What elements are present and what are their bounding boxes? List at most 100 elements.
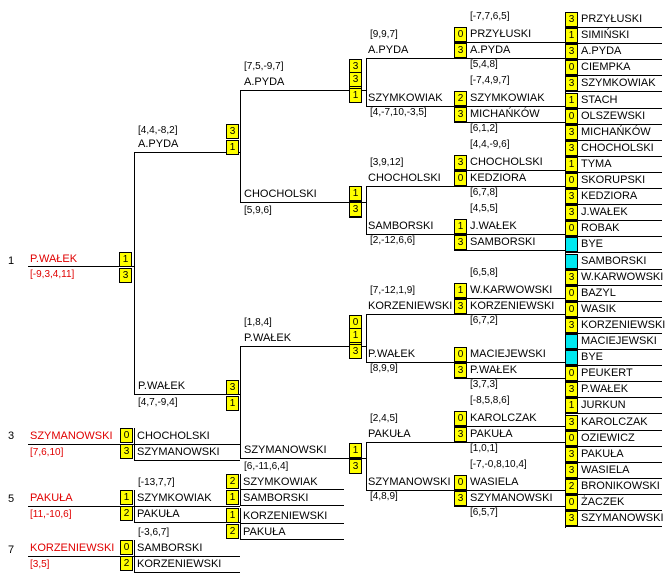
seventh-place-match-score: [-3,6,7] — [138, 527, 170, 538]
round2-score-box: 3 — [454, 491, 467, 506]
round2-player-name: KAROLCZAK — [470, 412, 537, 424]
round2-player-name: CHOCHOLSKI — [470, 156, 543, 168]
bracket-line — [565, 204, 662, 205]
round3-score-box: 1 — [349, 443, 362, 458]
bracket-line — [565, 75, 662, 76]
seventh-place-player: KORZENIEWSKI — [137, 558, 222, 570]
round2-player-name: PAKUŁA — [470, 428, 513, 440]
round1-score-box: 3 — [565, 415, 578, 430]
bracket-line — [366, 234, 454, 235]
round3-player-name: SAMBORSKI — [368, 220, 434, 232]
round4-score-box: 3 — [349, 202, 362, 217]
bracket-line — [240, 202, 366, 203]
round1-match-score: [5,4,8] — [470, 59, 498, 70]
bracket-line — [454, 411, 455, 442]
place-number: 7 — [8, 544, 15, 556]
final-score-box: 3 — [119, 268, 132, 283]
round1-match-score: [4,4,-9,6] — [470, 139, 510, 150]
bracket-line — [565, 12, 566, 528]
round3-match-score: [7,-12,1,9] — [370, 285, 416, 296]
bracket-line — [454, 155, 455, 186]
third-place-player: CHOCHOLSKI — [137, 430, 210, 442]
bracket-line — [565, 285, 662, 286]
semifinal-score-box: 3 — [226, 124, 239, 139]
round1-score-box: 3 — [565, 318, 578, 333]
round3-match-score: [4,-7,10,-3,5] — [370, 107, 427, 118]
bracket-line — [454, 186, 565, 187]
bracket-line — [565, 349, 662, 350]
round1-score-box: 0 — [565, 302, 578, 317]
bracket-line — [454, 442, 565, 443]
round1-player-name: STACH — [581, 94, 618, 106]
bracket-line — [454, 506, 565, 507]
bracket-line — [565, 526, 662, 527]
fifth-place-player: PAKUŁA — [137, 508, 180, 520]
round2-score-box: 0 — [454, 27, 467, 42]
semifinal-player-name: P.WAŁEK — [138, 380, 186, 392]
bracket-line — [565, 27, 662, 28]
round3-match-score: [2,4,5] — [370, 413, 398, 424]
round1-player-name: SIMIŃSKI — [581, 29, 630, 41]
bracket-line — [454, 106, 565, 107]
round1-player-name: BAZYL — [581, 287, 616, 299]
round1-player-name: MICHAŃKÓW — [581, 126, 651, 138]
round1-player-name: WASIELA — [581, 464, 630, 476]
round4-match-score: [6,-11,6,4] — [244, 461, 289, 472]
round2-score-box: 1 — [454, 219, 467, 234]
round1-match-score: [-7,7,6,5] — [470, 11, 510, 22]
round1-score-box: 3 — [565, 44, 578, 59]
bracket-line — [454, 42, 565, 43]
round3-match-score: [8,9,9] — [370, 363, 398, 374]
semifinal-player-name: A.PYDA — [138, 138, 179, 150]
bracket-line — [454, 170, 565, 171]
bracket-line — [565, 413, 662, 414]
round2-player-name: SAMBORSKI — [470, 236, 536, 248]
round1-player-name: PEUKERT — [581, 367, 633, 379]
fifth-place-player: SZYMKOWIAK — [243, 476, 318, 488]
bracket-line — [366, 58, 454, 59]
round1-score-box: 0 — [565, 109, 578, 124]
round1-player-name: JURKUN — [581, 399, 626, 411]
round1-player-name: ŻACZEK — [581, 496, 625, 508]
round2-score-box: 3 — [454, 43, 467, 58]
bracket-line — [565, 430, 662, 431]
bracket-line — [454, 283, 455, 314]
bracket-line — [134, 394, 240, 395]
round1-score-box: 3 — [565, 270, 578, 285]
round1-player-name: BRONIKOWSKI — [581, 480, 660, 492]
round1-score-box: 3 — [565, 12, 578, 27]
round2-score-box: 3 — [454, 235, 467, 250]
round2-player-name: KEDZIORA — [470, 172, 527, 184]
place-number: 3 — [8, 430, 15, 442]
bracket-line — [565, 156, 662, 157]
bracket-line — [240, 90, 366, 91]
round1-score-box: 3 — [565, 125, 578, 140]
round3-match-score: [3,9,12] — [370, 157, 404, 168]
round1-match-score: [-7,4,9,7] — [470, 75, 510, 86]
round2-player-name: WASIELA — [470, 476, 519, 488]
bracket-line — [454, 378, 565, 379]
round1-player-name: OLSZEWSKI — [581, 110, 646, 122]
round1-match-score: [3,7,3] — [470, 379, 498, 390]
place-number: 5 — [8, 493, 15, 505]
round2-player-name: SZYMKOWIAK — [470, 92, 545, 104]
round1-player-name: PRZYŁUSKI — [581, 13, 643, 25]
fifth-place-player: KORZENIEWSKI — [243, 510, 328, 522]
round1-score-box — [565, 237, 578, 252]
round3-player-name: PAKUŁA — [368, 428, 411, 440]
round1-match-score: [6,1,2] — [470, 123, 498, 134]
round3-score-box: 3 — [349, 459, 362, 474]
round1-player-name: ROBAK — [581, 222, 620, 234]
bracket-line — [454, 122, 565, 123]
semifinal-score-box: 3 — [226, 380, 239, 395]
round1-match-score: [-7,-0,8,10,4] — [470, 459, 527, 470]
bracket-line — [240, 505, 344, 506]
bracket-line — [28, 444, 134, 445]
round1-player-name: J.WAŁEK — [581, 206, 628, 218]
round4-player-name: SZYMANOWSKI — [244, 444, 327, 456]
bracket-line — [565, 510, 662, 511]
bracket-line — [366, 314, 454, 315]
round1-score-box: 3 — [565, 463, 578, 478]
round1-match-score: [6,5,7] — [470, 507, 498, 518]
bracket-line — [454, 475, 455, 506]
